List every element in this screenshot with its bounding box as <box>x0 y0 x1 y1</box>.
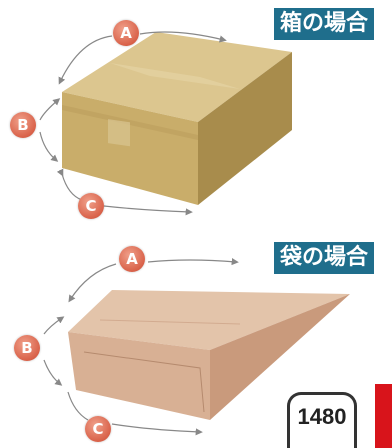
box-section-title: 箱の場合 <box>274 8 375 40</box>
box-dimension-a-marker: A <box>113 20 139 46</box>
box-dimension-b-marker: B <box>10 112 36 138</box>
bag-dimension-c-marker: C <box>85 416 111 442</box>
size-badge-number: 1480 <box>297 404 347 429</box>
size-badge: 1480 <box>287 392 357 448</box>
box-dimension-c-marker: C <box>78 193 104 219</box>
bag-dimension-a-marker: A <box>119 246 145 272</box>
bag-section-title: 袋の場合 <box>274 242 375 274</box>
cardboard-box-illustration <box>62 32 292 205</box>
red-accent-strip <box>375 384 392 448</box>
bag-dimension-arrows <box>43 258 239 436</box>
paper-bag-illustration <box>68 290 350 420</box>
box-dimension-arrows <box>39 31 227 216</box>
bag-dimension-b-marker: B <box>14 335 40 361</box>
